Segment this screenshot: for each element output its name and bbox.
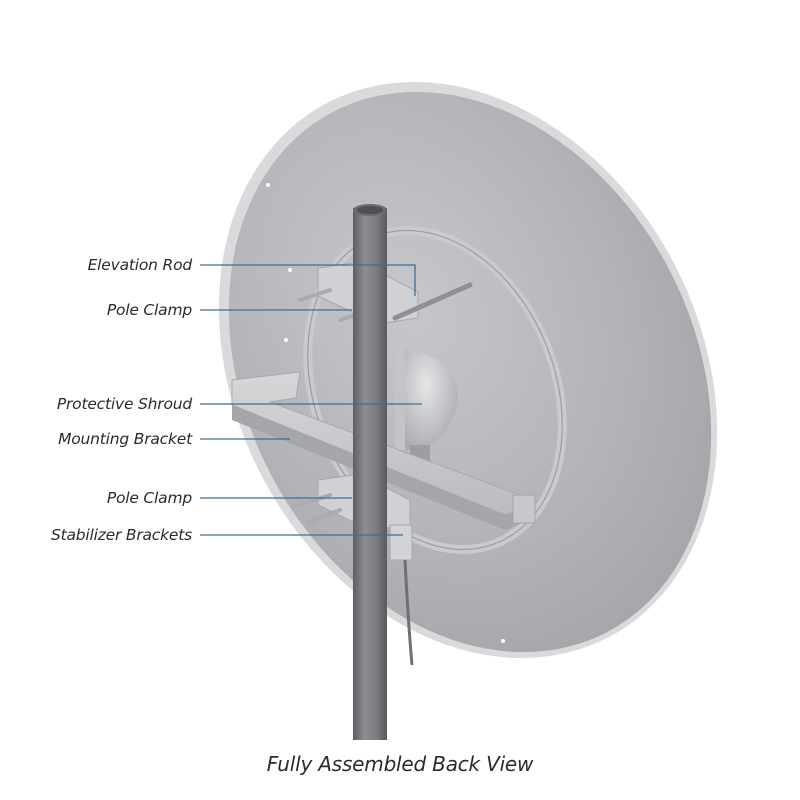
label-mounting-bracket: Mounting Bracket bbox=[58, 430, 192, 448]
leader-lines bbox=[200, 264, 422, 536]
label-pole-clamp-lower: Pole Clamp bbox=[106, 489, 192, 507]
label-pole-clamp-upper: Pole Clamp bbox=[106, 301, 192, 319]
dish-reflector bbox=[218, 50, 718, 667]
label-elevation-rod: Elevation Rod bbox=[87, 256, 193, 274]
mounting-pole bbox=[353, 204, 387, 740]
figure-caption: Fully Assembled Back View bbox=[266, 752, 534, 776]
leader-line-elevation-rod bbox=[200, 264, 416, 296]
stabilizer-brackets bbox=[389, 524, 414, 666]
label-stabilizer-brackets: Stabilizer Brackets bbox=[50, 526, 192, 544]
label-protective-shroud: Protective Shroud bbox=[56, 395, 192, 413]
